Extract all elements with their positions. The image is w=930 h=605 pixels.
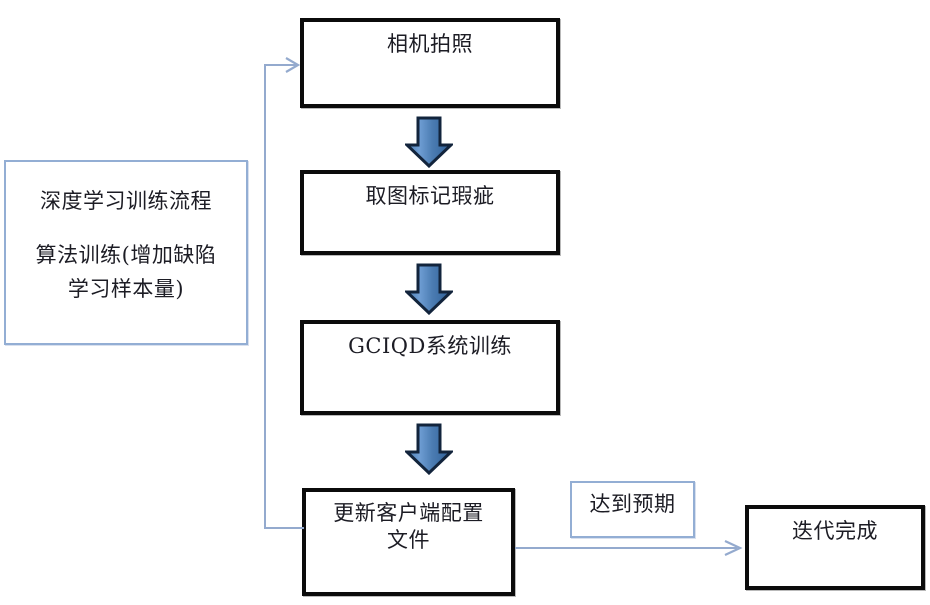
step-box-update-client-config: 更新客户端配置 文件 [302,488,515,596]
down-arrow-icon-3 [405,423,453,475]
step-box-gciqd-training-label: GCIQD系统训练 [348,334,512,358]
condition-note-label: 达到预期 [589,492,676,516]
step-box-label-defects-label: 取图标记瑕疵 [365,184,495,208]
feedback-connector-segment-bottom [264,527,304,529]
step-box-camera-capture: 相机拍照 [300,18,560,108]
down-arrow-icon-2 [405,263,453,315]
completion-connector-arrowhead-icon [722,538,746,558]
end-box-iteration-complete-label: 迭代完成 [792,519,878,543]
feedback-connector-segment-vertical [264,64,266,529]
completion-connector-line [515,547,737,549]
down-arrow-icon-1 [405,116,453,168]
feedback-connector-arrowhead-icon [283,55,303,75]
note-detail-label: 算法训练(增加缺陷 学习样本量) [35,243,217,302]
training-process-note-box: 深度学习训练流程 算法训练(增加缺陷 学习样本量) [4,160,248,345]
step-box-label-defects: 取图标记瑕疵 [300,170,560,255]
feedback-connector-segment-top [264,64,296,66]
condition-note-box: 达到预期 [570,481,695,538]
note-title-label: 深度学习训练流程 [40,189,212,213]
end-box-iteration-complete: 迭代完成 [745,505,925,590]
step-box-update-client-config-label: 更新客户端配置 文件 [333,501,484,552]
step-box-camera-capture-label: 相机拍照 [387,32,473,56]
step-box-gciqd-training: GCIQD系统训练 [300,320,560,415]
